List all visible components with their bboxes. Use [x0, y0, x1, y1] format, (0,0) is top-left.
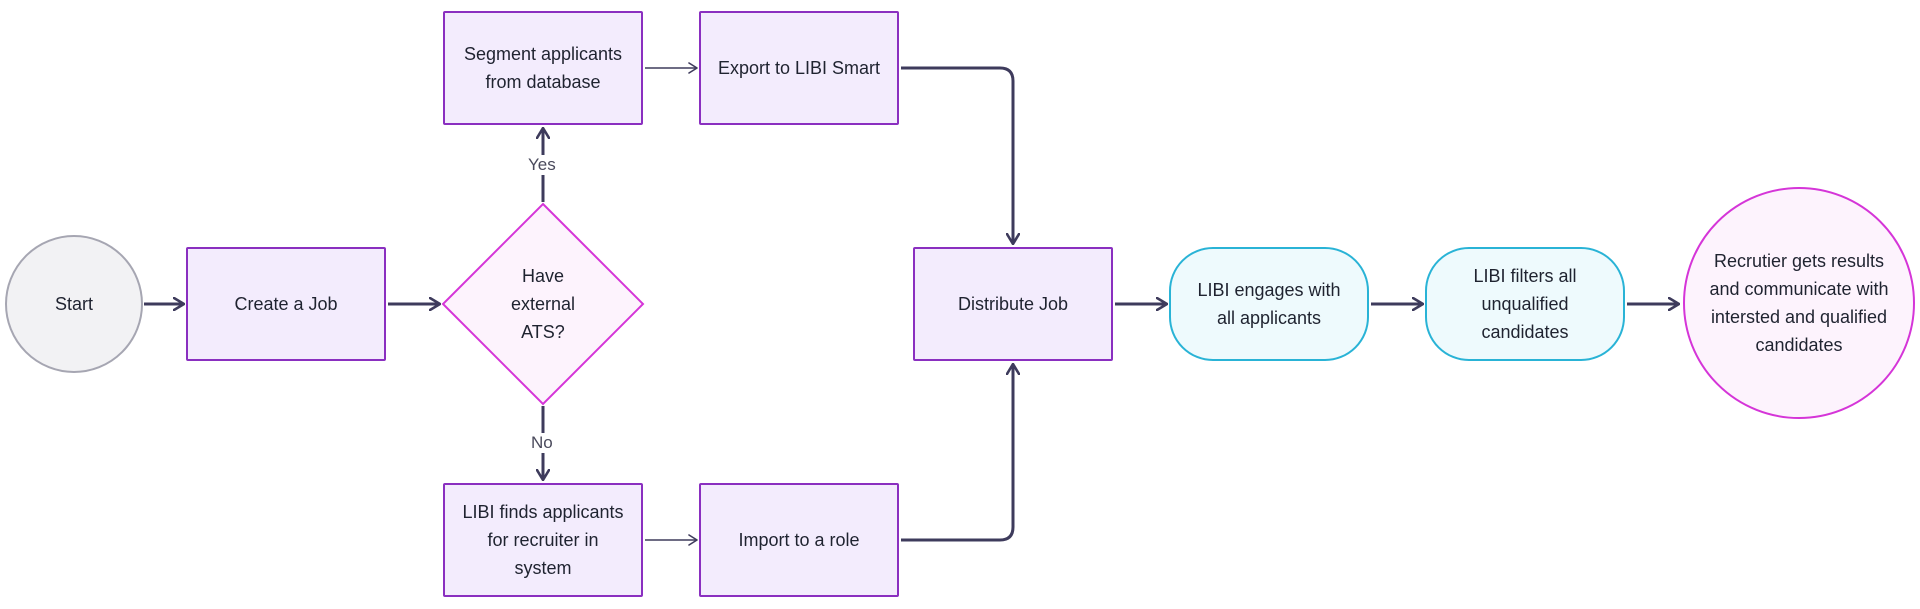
- start-node[interactable]: Start: [5, 235, 143, 373]
- engages-node[interactable]: LIBI engages with all applicants: [1169, 247, 1369, 361]
- import-role-label: Import to a role: [738, 530, 860, 550]
- no-edge-label: No: [529, 433, 555, 453]
- filters-node[interactable]: LIBI filters all unqualified candidates: [1425, 247, 1625, 361]
- engages-label: LIBI engages with all applicants: [1197, 280, 1341, 328]
- segment-applicants-node[interactable]: Segment applicants from database: [443, 11, 643, 125]
- distribute-job-node[interactable]: Distribute Job: [913, 247, 1113, 361]
- edge-export-to-distribute: [901, 66, 1013, 244]
- distribute-job-label: Distribute Job: [957, 294, 1069, 314]
- export-node[interactable]: Export to LIBI Smart: [699, 11, 899, 125]
- decision-label: Have external ATS?: [510, 266, 576, 342]
- export-label: Export to LIBI Smart: [717, 58, 881, 78]
- finds-applicants-node[interactable]: LIBI finds applicants for recruiter in s…: [443, 483, 643, 597]
- decision-node[interactable]: Have external ATS?: [473, 244, 613, 364]
- finds-applicants-label: LIBI finds applicants for recruiter in s…: [462, 502, 624, 578]
- end-node[interactable]: Recrutier gets results and communicate w…: [1683, 187, 1915, 419]
- create-job-label: Create a Job: [234, 294, 338, 314]
- segment-applicants-label: Segment applicants from database: [463, 44, 623, 92]
- create-job-node[interactable]: Create a Job: [186, 247, 386, 361]
- decision-diamond-shape: [441, 202, 645, 406]
- start-label: Start: [54, 294, 93, 314]
- filters-label: LIBI filters all unqualified candidates: [1473, 266, 1577, 342]
- yes-edge-label: Yes: [526, 155, 558, 175]
- end-label: Recrutier gets results and communicate w…: [1709, 251, 1889, 355]
- import-role-node[interactable]: Import to a role: [699, 483, 899, 597]
- edge-import-to-distribute: [901, 364, 1013, 542]
